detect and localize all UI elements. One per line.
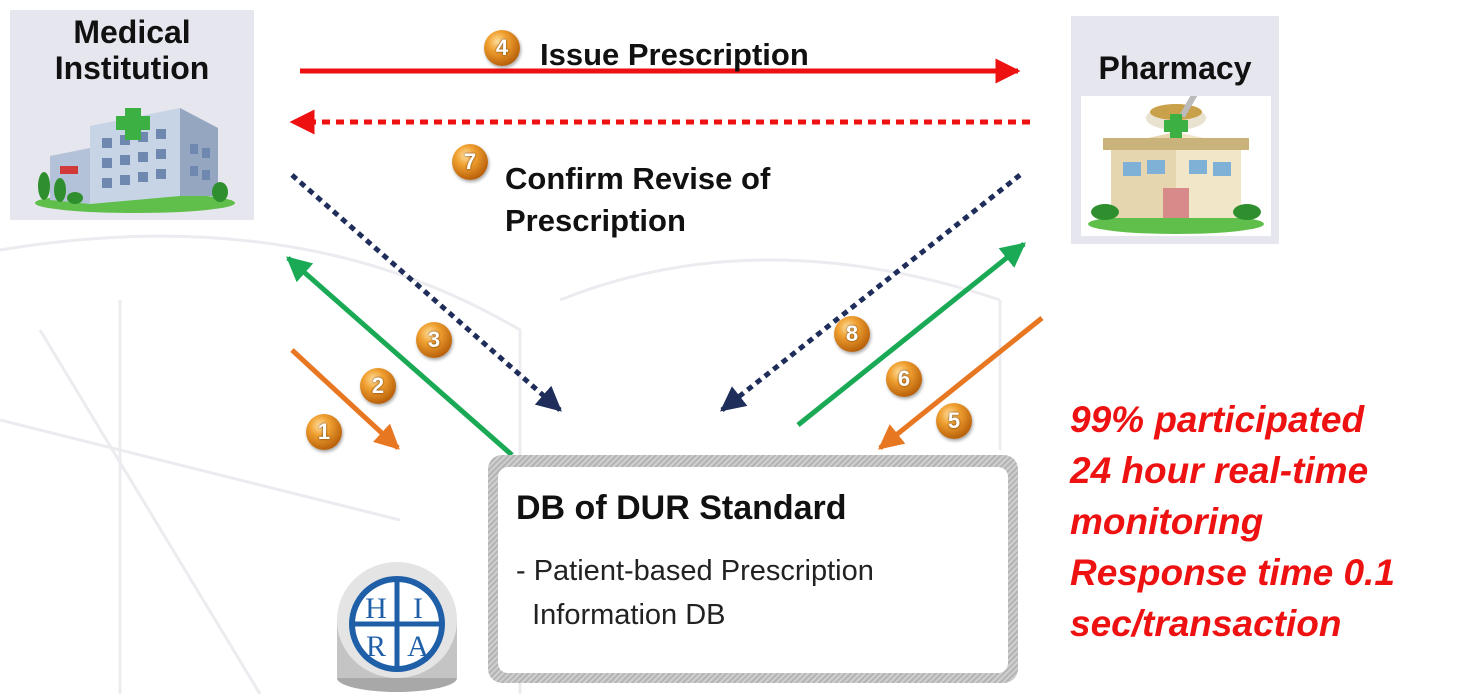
dur-database-title: DB of DUR Standard xyxy=(516,489,847,527)
stat-line-response-1: Response time 0.1 xyxy=(1070,552,1395,593)
pharmacy-title: Pharmacy xyxy=(1098,50,1252,86)
medical-title-line2: Institution xyxy=(54,50,210,86)
hira-letter-r: R xyxy=(366,630,386,663)
dur-database-frame: DB of DUR Standard - Patient-based Presc… xyxy=(488,455,1018,683)
hospital-building-icon xyxy=(35,108,235,213)
step-badge-8: 8 xyxy=(834,316,870,352)
stat-line-monitoring-2: monitoring xyxy=(1070,501,1264,542)
hira-logo: H I R A xyxy=(337,562,457,692)
hira-letter-i: I xyxy=(413,592,423,625)
performance-stats: 99% participated 24 hour real-time monit… xyxy=(1070,394,1470,649)
step-badge-3: 3 xyxy=(416,322,452,358)
medical-title-line1: Medical xyxy=(73,14,191,50)
confirm-revise-label: Confirm Revise of Prescription xyxy=(505,158,865,242)
step-badge-7: 7 xyxy=(452,144,488,180)
hira-letter-h: H xyxy=(365,592,387,625)
step-badge-5: 5 xyxy=(936,403,972,439)
stat-line-monitoring-1: 24 hour real-time xyxy=(1070,450,1369,491)
issue-prescription-label: Issue Prescription xyxy=(540,37,809,72)
db-desc-line2: Information DB xyxy=(516,599,726,631)
medical-institution-node: Medical Institution xyxy=(10,10,254,220)
step-badge-1: 1 xyxy=(306,414,342,450)
hira-letter-a: A xyxy=(407,630,429,663)
confirm-revise-line1: Confirm Revise of xyxy=(505,161,771,196)
stat-line-participation: 99% participated xyxy=(1070,399,1365,440)
step-badge-6: 6 xyxy=(886,361,922,397)
pharmacy-node: Pharmacy xyxy=(1071,16,1279,244)
stat-line-response-2: sec/transaction xyxy=(1070,603,1342,644)
medical-institution-title: Medical Institution xyxy=(10,14,254,86)
dur-database-description: - Patient-based Prescription Information… xyxy=(516,549,874,637)
pharmacy-building-icon xyxy=(1081,96,1271,236)
step-badge-4: 4 xyxy=(484,30,520,66)
confirm-revise-line2: Prescription xyxy=(505,203,686,238)
step-badge-2: 2 xyxy=(360,368,396,404)
dur-database-box: DB of DUR Standard - Patient-based Presc… xyxy=(498,467,1008,673)
db-desc-line1: - Patient-based Prescription xyxy=(516,555,874,587)
